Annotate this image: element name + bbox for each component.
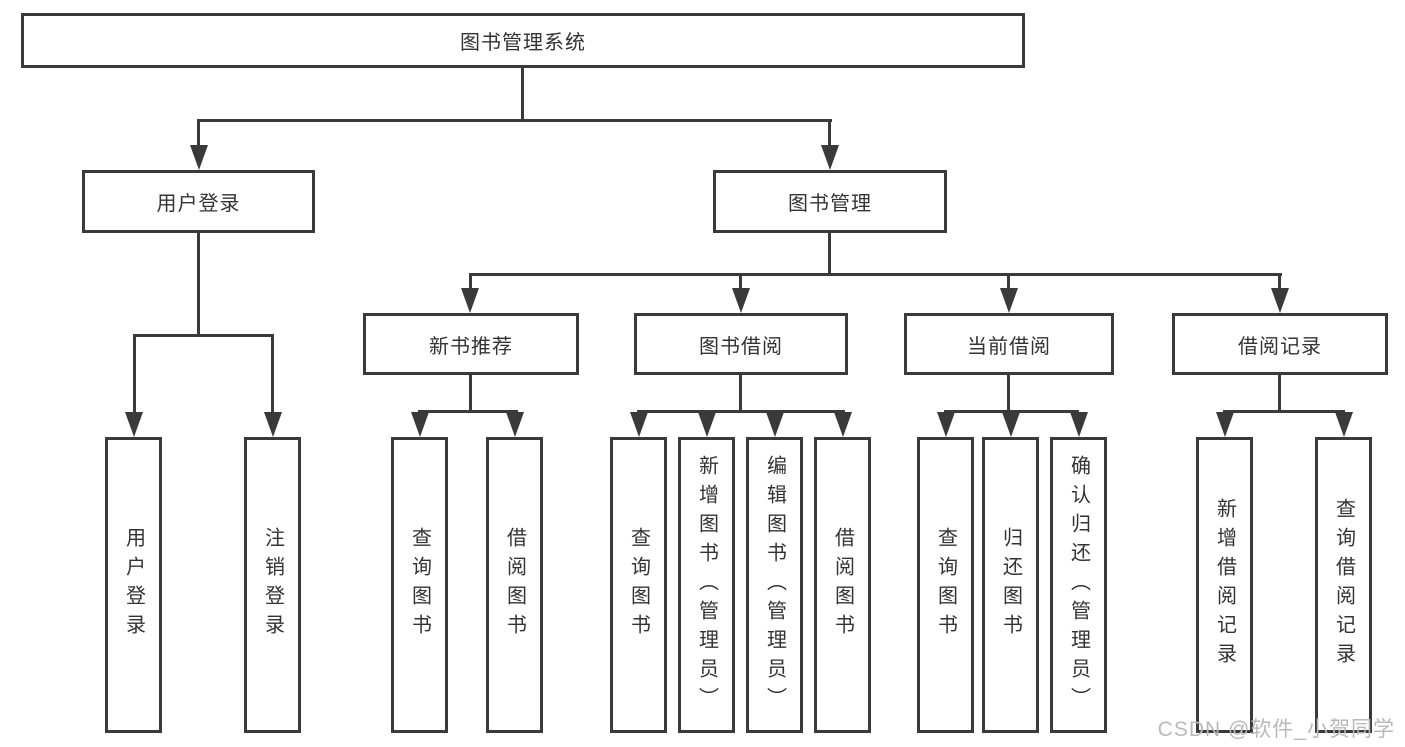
leaf-borrow-edit: 编辑图书（管理员）: [746, 437, 803, 733]
leaf-borrow-borrow: 借阅图书: [814, 437, 871, 733]
connector-book-mgmt-drop-4: [1278, 273, 1281, 290]
leaf-new-books-borrow-label: 借阅图书: [503, 527, 526, 643]
node-root: 图书管理系统: [21, 13, 1025, 68]
connector-records-vline: [1278, 375, 1281, 412]
leaf-borrow-borrow-label: 借阅图书: [831, 527, 854, 643]
leaf-current-confirm-label: 确认归还（管理员）: [1067, 454, 1090, 716]
node-root-label: 图书管理系统: [460, 32, 586, 54]
leaf-records-add: 新增借阅记录: [1196, 437, 1253, 733]
connector-borrow-vline: [739, 375, 742, 412]
leaf-logout: 注销登录: [244, 437, 301, 733]
connector-book-mgmt-hbar: [469, 273, 1282, 276]
node-records-label: 借阅记录: [1238, 335, 1322, 358]
leaf-borrow-add: 新增图书（管理员）: [678, 437, 735, 733]
node-borrow: 图书借阅: [634, 313, 848, 375]
leaf-current-return: 归还图书: [982, 437, 1039, 733]
node-book-mgmt: 图书管理: [713, 170, 947, 233]
leaf-borrow-add-label: 新增图书（管理员）: [695, 454, 718, 716]
leaf-records-query: 查询借阅记录: [1315, 437, 1372, 733]
leaf-new-books-borrow: 借阅图书: [486, 437, 543, 733]
leaf-current-return-label: 归还图书: [999, 527, 1022, 643]
node-new-books-label: 新书推荐: [429, 335, 513, 358]
arrowhead-records-leaf-2: [1335, 412, 1353, 437]
connector-user-login-drop-1: [133, 334, 136, 412]
connector-book-mgmt-drop-3: [1007, 273, 1010, 290]
leaf-borrow-query-label: 查询图书: [627, 527, 650, 643]
arrowhead-borrow-leaf-2: [698, 412, 716, 437]
arrowhead-leaf-logout: [264, 412, 282, 437]
arrowhead-book-mgmt: [821, 145, 839, 170]
node-user-login-label: 用户登录: [156, 193, 241, 215]
arrowhead-new-books-leaf-1: [411, 412, 429, 437]
node-records: 借阅记录: [1172, 313, 1388, 375]
leaf-user-login-label: 用户登录: [122, 527, 145, 643]
connector-records-hbar: [1223, 410, 1345, 413]
arrowhead-borrow-leaf-3: [766, 412, 784, 437]
arrowhead-records-leaf-1: [1216, 412, 1234, 437]
arrowhead-leaf-login: [125, 412, 143, 437]
connector-root-hbar: [197, 119, 832, 122]
node-borrow-label: 图书借阅: [699, 335, 783, 358]
leaf-current-query-label: 查询图书: [934, 527, 957, 643]
connector-user-login-vline: [197, 233, 200, 337]
connector-root-drop-right: [828, 119, 831, 146]
node-user-login: 用户登录: [82, 170, 315, 233]
leaf-records-add-label: 新增借阅记录: [1213, 498, 1236, 672]
connector-user-login-hbar: [133, 334, 274, 337]
connector-current-vline: [1007, 375, 1010, 412]
arrowhead-user-login: [190, 145, 208, 170]
node-book-mgmt-label: 图书管理: [788, 193, 872, 215]
connector-user-login-drop-2: [271, 334, 274, 412]
connector-root-vline: [521, 68, 524, 121]
leaf-new-books-query: 查询图书: [391, 437, 448, 733]
arrowhead-current-leaf-2: [1002, 412, 1020, 437]
connector-book-mgmt-drop-1: [469, 273, 472, 290]
csdn-watermark: CSDN @软件_小贺同学: [1157, 718, 1395, 741]
arrowhead-borrow: [732, 288, 750, 313]
connector-root-drop-left: [197, 119, 200, 146]
arrowhead-current: [1000, 288, 1018, 313]
leaf-user-login: 用户登录: [105, 437, 162, 733]
connector-book-mgmt-drop-2: [739, 273, 742, 290]
leaf-current-confirm: 确认归还（管理员）: [1050, 437, 1107, 733]
connector-new-books-hbar: [418, 410, 518, 413]
leaf-logout-label: 注销登录: [261, 527, 284, 643]
arrowhead-borrow-leaf-4: [834, 412, 852, 437]
connector-current-hbar: [944, 410, 1079, 413]
leaf-current-query: 查询图书: [917, 437, 974, 733]
connector-new-books-vline: [469, 375, 472, 412]
arrowhead-new-books-leaf-2: [506, 412, 524, 437]
arrowhead-current-leaf-1: [937, 412, 955, 437]
leaf-borrow-query: 查询图书: [610, 437, 667, 733]
leaf-records-query-label: 查询借阅记录: [1332, 498, 1355, 672]
arrowhead-new-books: [461, 288, 479, 313]
node-current: 当前借阅: [904, 313, 1114, 375]
arrowhead-current-leaf-3: [1070, 412, 1088, 437]
leaf-borrow-edit-label: 编辑图书（管理员）: [763, 454, 786, 716]
arrowhead-borrow-leaf-1: [630, 412, 648, 437]
arrowhead-records: [1271, 288, 1289, 313]
node-new-books: 新书推荐: [363, 313, 579, 375]
node-current-label: 当前借阅: [967, 335, 1051, 358]
leaf-new-books-query-label: 查询图书: [408, 527, 431, 643]
connector-book-mgmt-vline: [828, 233, 831, 275]
connector-borrow-hbar: [637, 410, 845, 413]
